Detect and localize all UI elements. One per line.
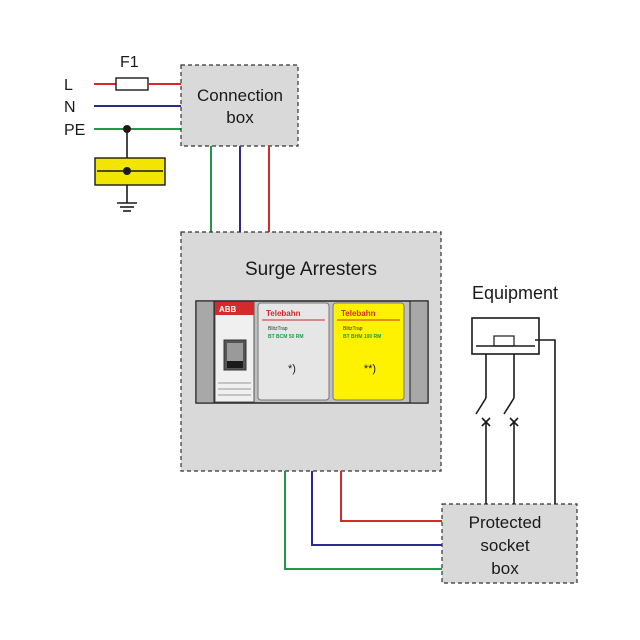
socket-box-label-2: socket [480, 536, 529, 555]
wire-N-to-socket [311, 471, 442, 546]
earthing-bar-dot [123, 167, 131, 175]
end-stop-left [195, 300, 215, 404]
abb-logo: ABB [219, 305, 237, 314]
breaker-toggle [227, 343, 243, 361]
end-stop-right [409, 300, 429, 404]
module-2-mark: **) [364, 363, 376, 375]
socket-box-label-1: Protected [469, 513, 542, 532]
equipment-label: Equipment [472, 283, 558, 303]
label-N: N [64, 99, 76, 116]
label-L: L [64, 77, 73, 94]
protected-socket-box [441, 503, 578, 584]
surge-module-1 [257, 302, 330, 401]
fuse-label: F1 [120, 54, 139, 71]
label-PE: PE [64, 122, 85, 139]
equipment-display [493, 335, 515, 347]
surge-arresters-title: Surge Arresters [245, 259, 377, 280]
fuse-symbol [115, 77, 149, 91]
module-2-line2: BT BHM 100 RM [343, 334, 381, 340]
switch-1-contact [475, 397, 487, 415]
switch-2-contact [503, 397, 515, 415]
surge-module-2 [332, 302, 405, 401]
module-1-brand: Telebahn [266, 309, 301, 318]
breaker-toggle-base [227, 361, 243, 368]
module-1-line1: BlitzTrap [268, 326, 288, 332]
wire-PE-to-socket [284, 471, 442, 570]
connection-box [180, 64, 299, 147]
module-1-mark: *) [288, 363, 296, 375]
connection-box-label-1: Connection [197, 86, 283, 105]
module-1-line2: BT BCM 50 RM [268, 334, 304, 340]
wire-L-to-socket [340, 471, 442, 522]
connection-box-label-2: box [226, 108, 254, 127]
abb-breaker-header [215, 302, 254, 315]
module-2-line1: BlitzTrap [343, 326, 363, 332]
socket-box-label-3: box [491, 559, 519, 578]
equipment-pe-lead [535, 339, 556, 504]
module-2-brand: Telebahn [341, 309, 376, 318]
